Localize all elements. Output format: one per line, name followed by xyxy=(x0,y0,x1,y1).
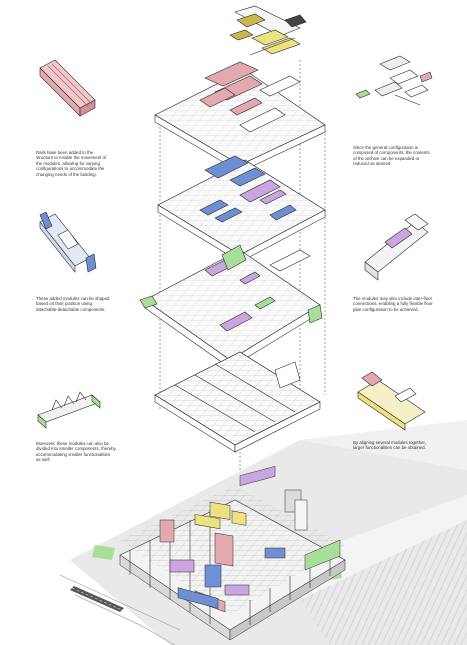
component-expansion-vignette xyxy=(355,55,433,106)
floor-level-1 xyxy=(154,351,321,453)
floor-level-4 xyxy=(154,61,326,173)
assembled-building xyxy=(119,379,346,641)
caption-inter-floor: The modules may also include inter-floor… xyxy=(353,296,433,312)
inter-floor-module-vignette xyxy=(364,213,429,281)
subdivided-module-vignette xyxy=(37,391,101,429)
caption-smaller-components: Moreover, these modules can also be divi… xyxy=(36,441,116,463)
caption-general-config: Since the general configuration is compo… xyxy=(353,145,430,167)
caption-aligning: By aligning several modules together, la… xyxy=(353,440,426,451)
train xyxy=(70,586,124,612)
aligned-modules-vignette xyxy=(357,371,426,431)
caption-attachable: These added modules can be shaped based … xyxy=(36,296,110,312)
exploded-floors xyxy=(139,5,326,470)
rail-module-vignette xyxy=(39,59,96,117)
caption-rails: Rails have been added to the structure t… xyxy=(36,150,107,177)
floor-level-2 xyxy=(139,244,323,369)
roof-modules xyxy=(229,5,307,56)
floor-level-3 xyxy=(157,155,326,263)
attachable-module-vignette xyxy=(39,211,97,273)
